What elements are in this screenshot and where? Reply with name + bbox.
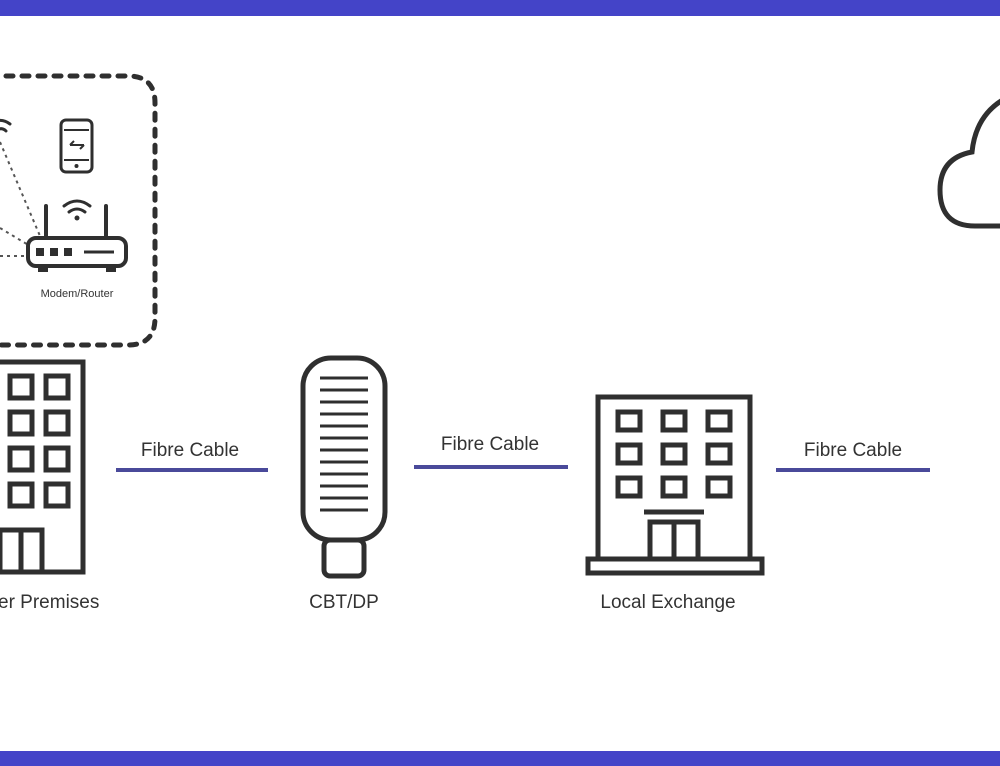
premises-label: er Premises	[0, 592, 99, 613]
exchange-building-icon	[585, 394, 765, 576]
smartphone-icon	[59, 118, 94, 174]
cbt-label: CBT/DP	[309, 592, 379, 613]
router-icon	[26, 204, 128, 272]
wifi-icon	[0, 118, 12, 133]
bottom-frame-band	[0, 751, 1000, 766]
wifi-icon	[62, 199, 92, 221]
home-network-boundary	[0, 73, 158, 348]
device-link-line	[0, 141, 41, 237]
cable-label-1: Fibre Cable	[141, 440, 239, 461]
router-label: Modem/Router	[41, 288, 114, 300]
cabinet-icon	[300, 355, 388, 579]
exchange-label: Local Exchange	[600, 592, 735, 613]
device-link-line	[0, 227, 31, 247]
cable-label-3: Fibre Cable	[804, 440, 902, 461]
cloud-icon	[937, 98, 1000, 229]
cable-label-2: Fibre Cable	[441, 434, 539, 455]
building-icon	[0, 359, 86, 575]
top-frame-band	[0, 0, 1000, 16]
